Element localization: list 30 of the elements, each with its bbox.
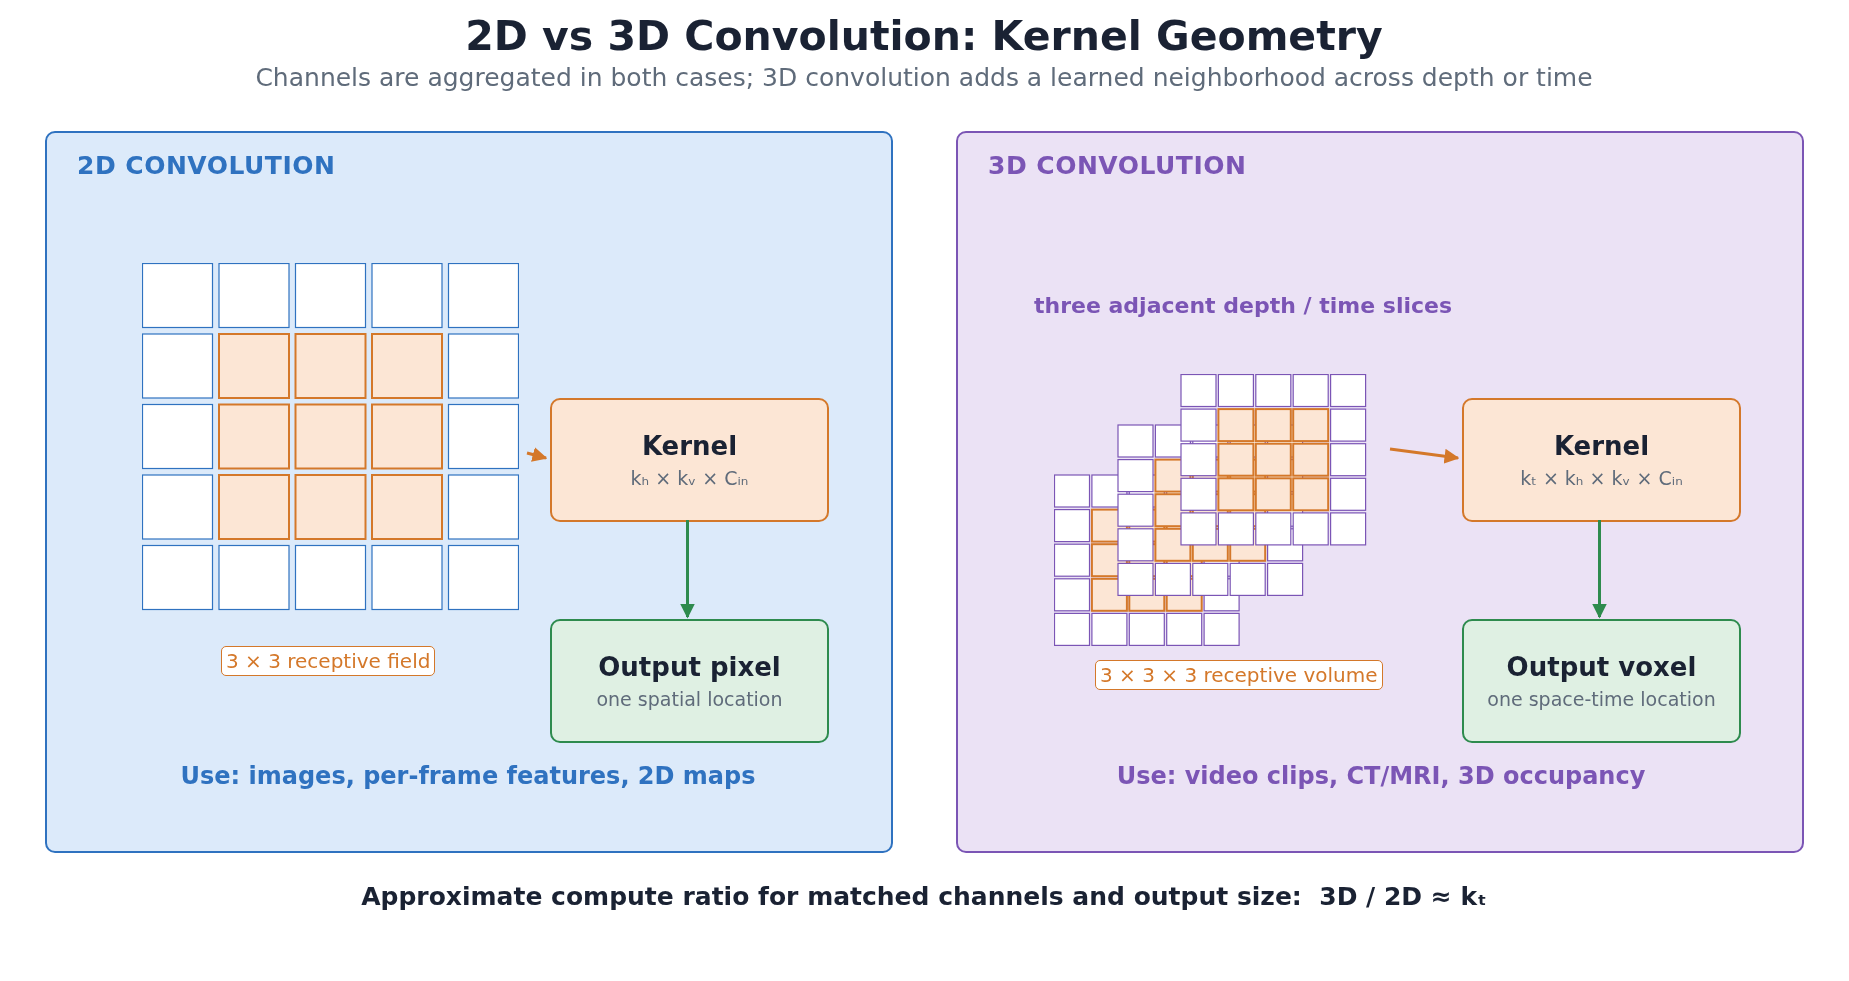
arrow [1389, 447, 1460, 464]
panel [45, 131, 893, 853]
arrow [1592, 520, 1607, 619]
kernel-box [1462, 398, 1741, 522]
caption-tag: 3 × 3 × 3 receptive volume [1095, 660, 1383, 690]
footer-note: Approximate compute ratio for matched channels and output size: 3D / 2D ≈ kₜ [361, 882, 1487, 911]
caption-tag: 3 × 3 receptive field [221, 646, 436, 676]
output-box [550, 619, 829, 743]
pixel-grid-drawing [142, 263, 519, 613]
annotation-text: three adjacent depth / time slices [1033, 293, 1453, 318]
panel [956, 131, 1804, 853]
use-case-text: Use: video clips, CT/MRI, 3D occupancy [1116, 762, 1646, 790]
arrow [526, 447, 548, 462]
diagram-title: 2D vs 3D Convolution: Kernel Geometry [465, 12, 1383, 60]
box-title: Output pixel [598, 652, 781, 682]
box-subtitle: one space-time location [1487, 688, 1716, 710]
box-title: Kernel [641, 431, 738, 461]
box-subtitle: kₜ × kₕ × kᵥ × Cᵢₙ [1520, 467, 1683, 489]
subtitle: Channels are aggregated in both cases; 3D convolution adds a learned neighborhood across depth or time [255, 63, 1593, 92]
output-box [1462, 619, 1741, 743]
kernel-box [550, 398, 829, 522]
panel-title: 3D CONVOLUTION [988, 151, 1247, 180]
panel-title: 2D CONVOLUTION [77, 151, 336, 180]
use-case-text: Use: images, per-frame features, 2D maps [180, 762, 756, 790]
box-subtitle: kₕ × kᵥ × Cᵢₙ [630, 467, 749, 489]
depth-slices-drawing [1054, 374, 1369, 648]
box-title: Kernel [1553, 431, 1650, 461]
box-title: Output voxel [1506, 652, 1697, 682]
arrow [680, 520, 695, 619]
box-subtitle: one spatial location [596, 688, 783, 710]
